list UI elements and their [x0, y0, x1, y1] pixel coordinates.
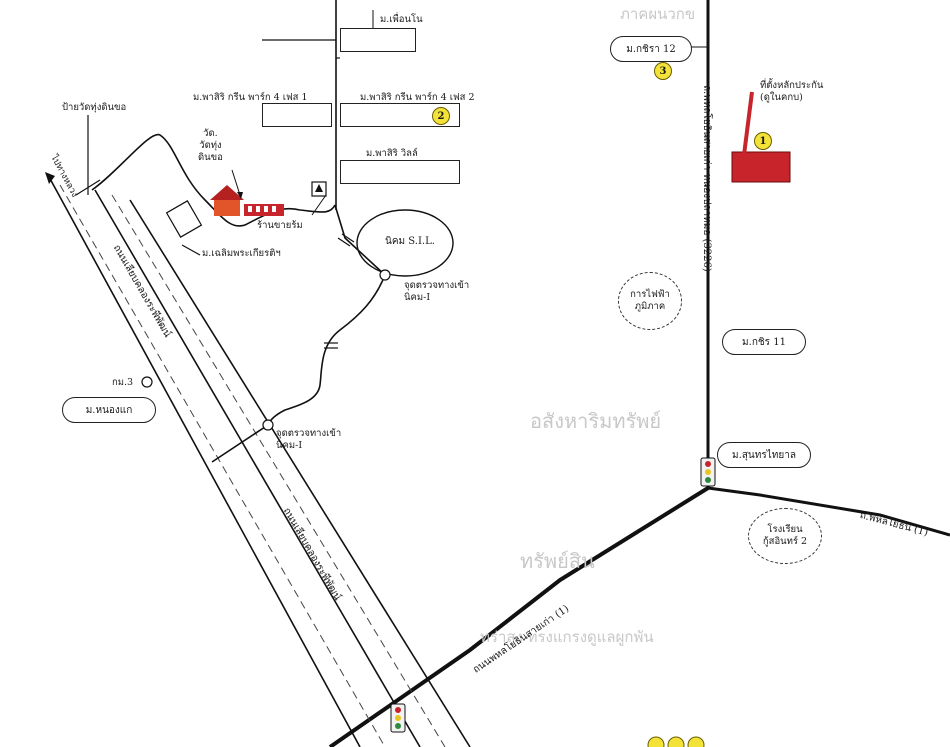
label-checkpoint2: จุดตรวจทางเข้า นิคม-I — [276, 428, 342, 451]
road-phahon-old — [328, 486, 710, 747]
site-pointer — [742, 91, 754, 156]
kanfai-label: การไฟฟ้า ภูมิภาค — [630, 289, 670, 312]
label-sign-left: ป้ายวัดทุ่งดินขอ — [62, 102, 127, 113]
arrow-head — [45, 172, 55, 184]
label-moo-huean-non: ม.เพื่อนโน — [380, 14, 423, 25]
pill-kachira12: ม.กชิรา 12 — [610, 36, 692, 62]
label-pracha-phase1: ม.พาสิริ กรีน พาร์ก 4 เฟส 1 — [193, 92, 308, 103]
label-village-left: ม.เฉลิมพระเกียรติฯ — [202, 248, 281, 259]
faded-text-4: ทร่าสูง ทรงแกรงดูแลผูกพัน — [480, 628, 654, 646]
label-checkpoint1: จุดตรวจทางเข้า นิคม-I — [404, 280, 470, 303]
marker-1: 1 — [754, 132, 772, 150]
label-km3: กม.3 — [112, 377, 134, 388]
box-pracha-phase1 — [262, 103, 332, 127]
label-pracha-phase2: ม.พาสิริ กรีน พาร์ก 4 เฟส 2 — [360, 92, 475, 103]
road-checkpoint — [267, 274, 386, 426]
expressway-center-2 — [111, 194, 446, 747]
label-office: ที่ตั้งหลักประกัน (ดูในคกบ) — [760, 80, 824, 103]
ellipse-school: โรงเรียน กู้สอินทร์ 2 — [748, 508, 822, 564]
box-moo-huean-non — [340, 28, 416, 52]
faded-text-2: อสังหาริมทรัพย์ — [530, 409, 662, 433]
road-phahon-right — [707, 486, 950, 537]
marker-2: 2 — [432, 107, 450, 125]
ellipse-kanfai: การไฟฟ้า ภูมิภาค — [618, 272, 682, 330]
km3-marker — [141, 376, 153, 388]
label-nikom: นิคม S.I.L. — [385, 236, 435, 247]
expressway-edge-2 — [94, 189, 421, 747]
pill-kachira11: ม.กชิร 11 — [722, 329, 806, 355]
school-label: โรงเรียน กู้สอินทร์ 2 — [762, 524, 808, 547]
nikom-boundary — [356, 209, 454, 277]
label-road-3226: ถ.พหลโยธินสายเก่า-หนองปลาหมอ (3226) — [701, 85, 712, 272]
marker-3: 3 — [654, 62, 672, 80]
traffic-light-top — [700, 457, 716, 487]
expressway-edge-3 — [129, 199, 471, 747]
pill-sunthon: ม.สุนทรไทยาล — [717, 442, 811, 468]
expressway-edge-1 — [47, 174, 361, 747]
temple-icon — [210, 185, 284, 216]
traffic-light-bottom — [390, 703, 406, 733]
faded-text-1: ภาคผนวกข — [620, 5, 696, 23]
faded-text-3: ทรัพย์สิน — [520, 549, 595, 573]
label-pracha-ville: ม.พาสิริ วิลล์ — [366, 148, 418, 159]
expressway-center — [59, 184, 386, 747]
label-temple: วัด. วัดทุ่ง ดินขอ — [198, 128, 223, 163]
pill-nonghae: ม.หนองแก — [62, 397, 156, 423]
checkpoint-2-marker — [262, 419, 274, 431]
box-pracha-ville — [340, 160, 460, 184]
label-shop: ร้านขายร้ม — [257, 220, 303, 231]
site-red-block — [731, 151, 791, 183]
checkpoint-1-marker — [379, 269, 391, 281]
